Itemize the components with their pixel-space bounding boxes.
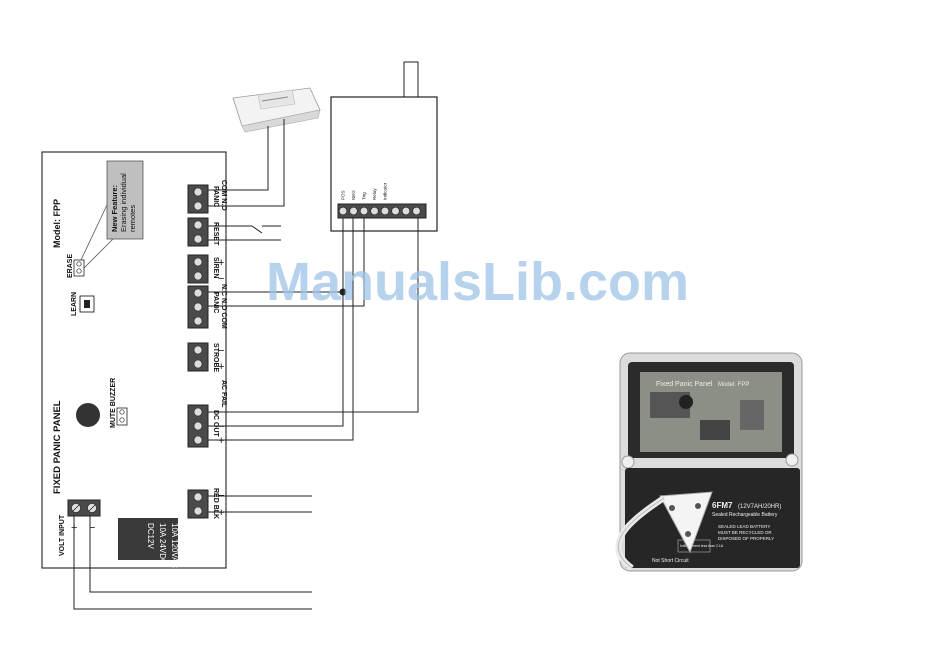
- battery-model: 6FM7: [712, 501, 733, 510]
- terminal-panic-top[interactable]: [187, 184, 209, 214]
- receiver-module: [330, 61, 438, 232]
- learn-label: LEARN: [71, 292, 78, 316]
- receiver-terminal-screw[interactable]: [412, 206, 421, 216]
- rating-line1: 10A 120VAC: [170, 523, 179, 568]
- receiver-terminal-screw[interactable]: [338, 206, 348, 216]
- receiver-terminal-label: Relay: [372, 188, 377, 200]
- label-strobe: STROBE: [212, 343, 219, 373]
- battery-warning-2: MUST BE RECYCLED OR: [718, 530, 772, 535]
- receiver-terminal-label: NEG: [351, 190, 356, 200]
- terminal-strobe[interactable]: [187, 342, 209, 372]
- terminal-reset[interactable]: [187, 217, 209, 247]
- battery-warning-3: DISPOSED OF PROPERLY: [718, 536, 774, 541]
- buzzer: [76, 403, 100, 427]
- rating-line3: DC12V: [146, 523, 155, 549]
- receiver-terminal-screw[interactable]: [349, 206, 358, 216]
- label-dc-out-plus: +: [218, 435, 224, 447]
- panel-name: FIXED PANIC PANEL: [52, 400, 63, 494]
- terminal-siren[interactable]: [187, 254, 209, 284]
- label-red-blk: RED BLK: [212, 488, 219, 519]
- relay-rating-block: 10A 120VAC 10A 24VDC DC12V: [118, 518, 179, 568]
- label-battery-plus: +: [218, 507, 224, 519]
- label-ac-fail: AC FAIL: [220, 380, 227, 408]
- learn-button[interactable]: LEARN: [71, 292, 95, 316]
- label-panic-nc-1: PANIC: [212, 292, 219, 313]
- feature-title: New Feature:: [110, 185, 119, 232]
- receiver-terminal-screw[interactable]: [359, 206, 369, 216]
- watermark: ManualsLib.com: [266, 252, 689, 312]
- label-siren-minus: −: [218, 273, 224, 285]
- label-siren: SIREN: [212, 257, 219, 278]
- receiver-terminal-screw[interactable]: [401, 206, 411, 216]
- device-lid-label: Fixed Panic Panel: [656, 381, 713, 388]
- battery-rating: (12V7AH/20HR): [738, 504, 781, 510]
- receiver-terminal-strip[interactable]: POS NEG Trig Relay Indicator: [338, 182, 421, 216]
- new-feature-callout: New Feature: Erasing individual remotes: [79, 160, 144, 271]
- battery-initial-current: Initial current less than 2.1A: [680, 544, 724, 548]
- label-dc-out-minus: −: [218, 421, 224, 433]
- label-reset: RESET: [212, 222, 219, 246]
- panel-model-label: Model: FPP: [52, 199, 62, 248]
- volt-input-minus: −: [89, 522, 95, 534]
- rating-line2: 10A 24VDC: [158, 523, 167, 565]
- panic-button-device: [232, 87, 321, 133]
- label-siren-plus: +: [218, 257, 224, 269]
- label-dc-out: DC OUT: [212, 410, 219, 438]
- device-model-label: Model: FPP: [718, 382, 749, 388]
- receiver-terminal-label: Indicator: [383, 182, 388, 200]
- label-strobe-plus: +: [218, 361, 224, 373]
- feature-line2: remotes: [128, 205, 137, 232]
- mute-buzzer-label: MUTE BUZZER: [110, 378, 117, 428]
- battery-short-circuit: Not Short Circuit: [652, 558, 689, 564]
- receiver-terminal-label: Trig: [362, 192, 367, 200]
- receiver-terminal-screw[interactable]: [380, 206, 390, 216]
- wire-junction: [339, 288, 347, 296]
- label-strobe-minus: −: [218, 345, 224, 357]
- mute-buzzer-jumper[interactable]: MUTE BUZZER: [110, 378, 128, 428]
- volt-input-terminal[interactable]: [67, 499, 101, 517]
- terminal-battery[interactable]: [187, 489, 209, 519]
- panel-board: Model: FPP New Feature: Erasing individu…: [41, 151, 227, 569]
- erase-jumper[interactable]: ERASE: [67, 254, 85, 278]
- receiver-terminal-screw[interactable]: [370, 206, 379, 216]
- device-photo: Fixed Panic Panel Model: FPP 6FM7 (12V7A…: [615, 352, 803, 572]
- terminal-panic-nc[interactable]: [187, 285, 209, 329]
- volt-input-label: VOLT INPUT: [59, 514, 66, 556]
- battery-type: Sealed Rechargeable Battery: [712, 512, 778, 518]
- feature-line1: Erasing individual: [119, 173, 128, 232]
- terminal-dc-out-ac-fail[interactable]: [187, 404, 209, 448]
- receiver-terminal-label: POS: [341, 190, 346, 200]
- receiver-terminal-screw[interactable]: [391, 206, 400, 216]
- battery-warning-1: SEALED LEAD BATTERY: [718, 524, 770, 529]
- erase-label: ERASE: [67, 254, 74, 278]
- label-panic-top-1: PANIC: [212, 186, 219, 207]
- label-panic-top-2: COM N.O: [220, 180, 227, 211]
